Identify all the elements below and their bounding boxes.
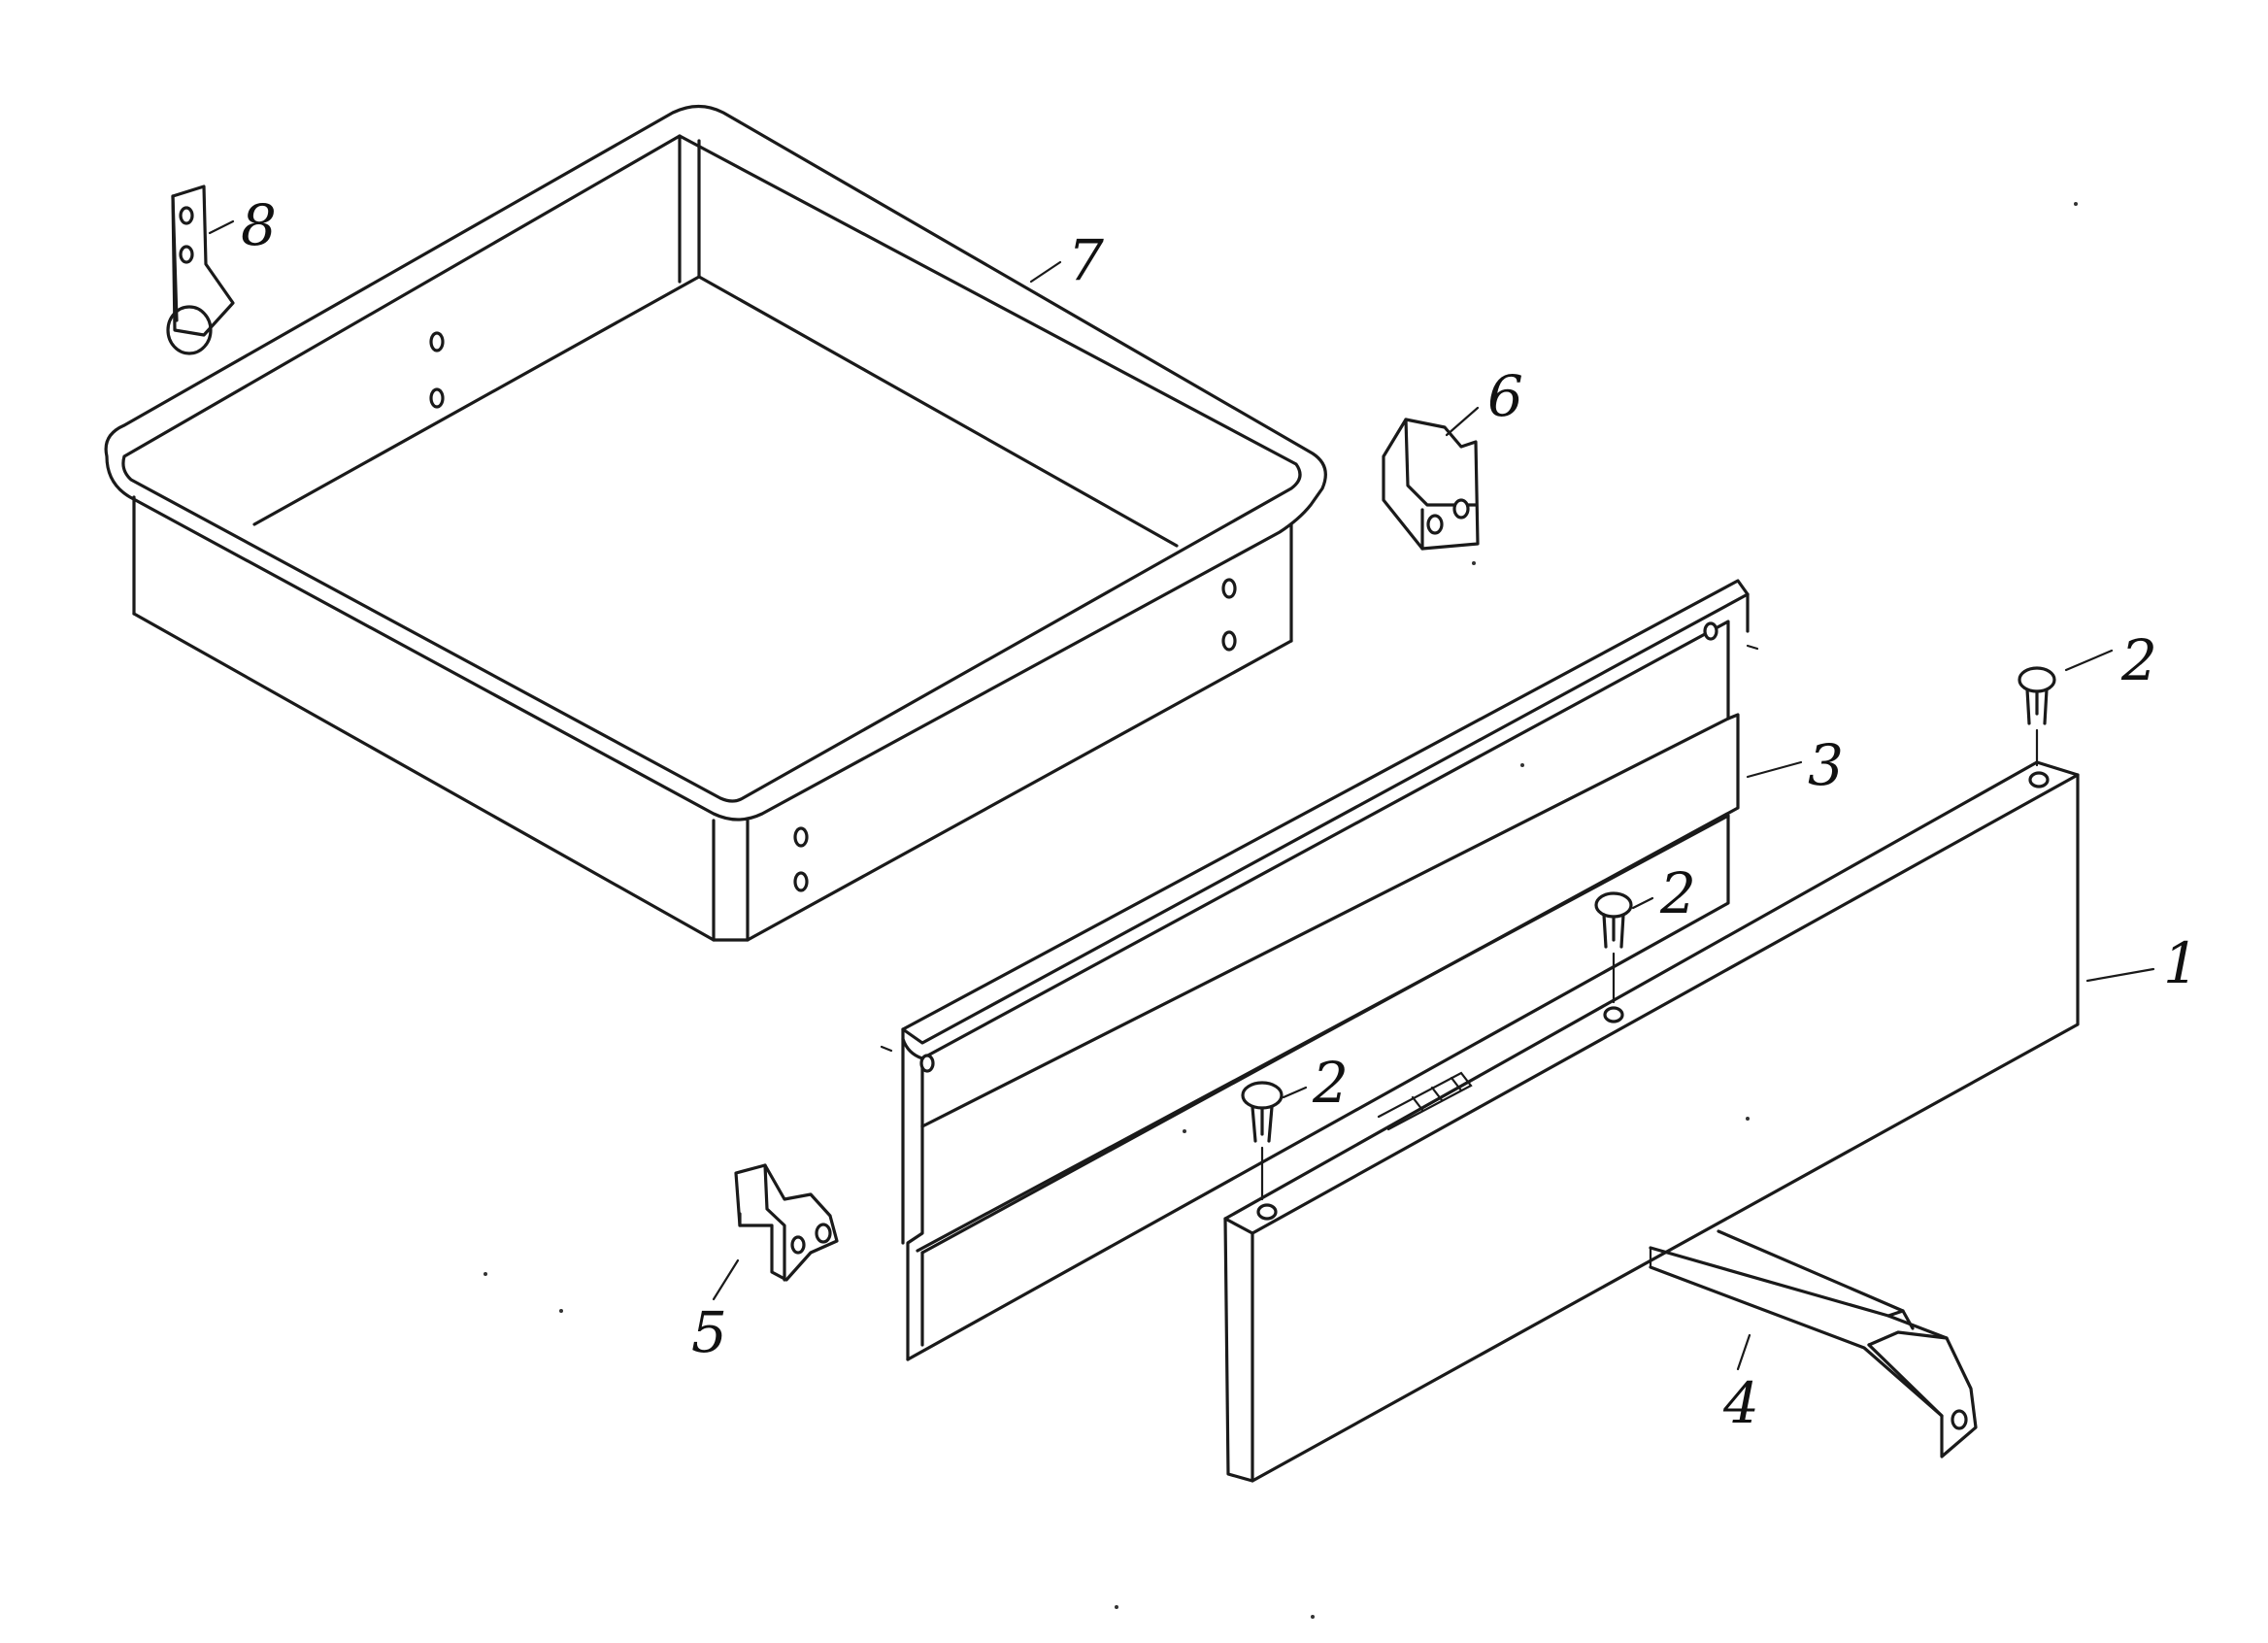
part-2-plug-top-right <box>2018 666 2056 767</box>
label-part-6: 6 <box>1487 363 1523 429</box>
label-part-2-left: 2 <box>1312 1050 1349 1116</box>
leader-1 <box>2085 967 2155 983</box>
part-7-tray <box>104 104 1327 942</box>
part-8-bracket <box>166 184 235 355</box>
part-1-front-panel <box>1223 760 2080 1483</box>
leader-5 <box>712 1258 740 1301</box>
label-part-1: 1 <box>2163 930 2199 996</box>
label-part-2-middle: 2 <box>1659 860 1696 926</box>
part-6-clip <box>1382 418 1480 551</box>
leader-2c <box>1282 1086 1308 1099</box>
part-2-plug-middle <box>1594 891 1633 1004</box>
part-4-rail <box>1649 1229 1978 1459</box>
label-part-5: 5 <box>691 1299 727 1365</box>
label-part-4: 4 <box>1722 1370 1759 1436</box>
part-3-panel <box>880 579 1759 1361</box>
leader-3 <box>1746 760 1803 779</box>
leader-8 <box>208 219 235 235</box>
label-part-8: 8 <box>241 192 277 258</box>
label-part-3: 3 <box>1808 732 1844 798</box>
label-part-2-top: 2 <box>2120 627 2157 693</box>
scan-specks <box>484 202 2078 1619</box>
label-part-7: 7 <box>1068 227 1104 293</box>
leader-7 <box>1029 260 1062 284</box>
leader-2b <box>1631 896 1654 910</box>
leader-6 <box>1445 406 1480 437</box>
leader-lines <box>208 219 2155 1371</box>
leader-2a <box>2064 649 2114 672</box>
part-5-clip <box>734 1163 839 1282</box>
part-2-plug-left <box>1241 1081 1284 1201</box>
leader-4 <box>1736 1333 1751 1371</box>
